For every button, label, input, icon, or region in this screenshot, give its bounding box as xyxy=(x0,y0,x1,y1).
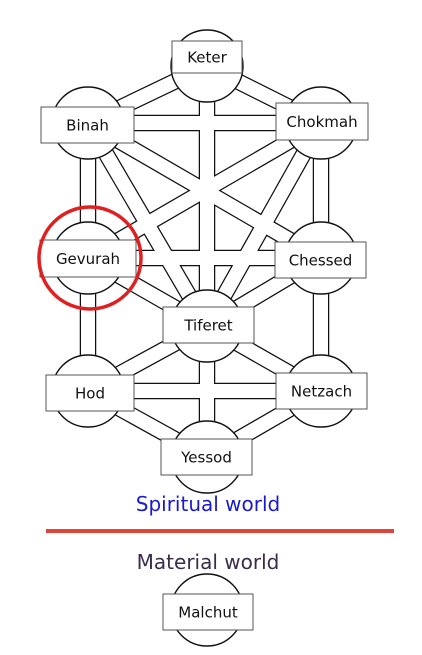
gevurah-highlight-ring xyxy=(37,205,143,311)
path-chokmah-tiferet xyxy=(200,119,328,330)
sefirah-yessod-label: Yessod xyxy=(180,449,232,467)
sefirah-gevurah-label: Gevurah xyxy=(56,250,120,268)
sefirah-chokmah: Chokmah xyxy=(275,102,369,141)
sefirah-keter-label: Keter xyxy=(187,49,227,67)
sefirah-malchut-box xyxy=(162,593,254,631)
material-world-label: Material world xyxy=(137,550,280,574)
path-chokmah-gevurah xyxy=(84,116,325,265)
sefirah-hod-label: Hod xyxy=(75,385,105,403)
sefirah-netzach-label: Netzach xyxy=(291,383,352,401)
sefirah-netzach: Netzach xyxy=(275,372,368,410)
sefirah-chessed-label: Chessed xyxy=(289,252,353,270)
sefirah-binah-label: Binah xyxy=(66,117,109,135)
sefirah-hod: Hod xyxy=(45,374,135,412)
spiritual-world-label: Spiritual world xyxy=(136,492,280,516)
sefirah-malchut: Malchut xyxy=(162,593,254,631)
sefirah-chokmah-box xyxy=(275,102,369,141)
sefirah-chessed: Chessed xyxy=(274,241,367,279)
sefirah-binah-box xyxy=(40,106,135,144)
sefirah-binah: Binah xyxy=(40,106,135,144)
sefirah-tiferet-box xyxy=(162,306,255,344)
sefirah-netzach-box xyxy=(275,372,368,410)
sefirah-hod-box xyxy=(45,374,135,412)
sefirah-yessod-box xyxy=(160,438,253,476)
sefirah-malchut-label: Malchut xyxy=(178,604,238,622)
sefirah-chokmah-label: Chokmah xyxy=(286,113,357,131)
sefirah-gevurah: Gevurah xyxy=(39,239,137,278)
sefirah-chessed-box xyxy=(274,241,367,279)
sefirah-keter-box xyxy=(171,40,243,74)
sefirah-yessod: Yessod xyxy=(160,438,253,476)
sefirah-tiferet-label: Tiferet xyxy=(183,317,232,335)
sefirah-tiferet: Tiferet xyxy=(162,306,255,344)
sefirah-gevurah-box xyxy=(39,239,137,278)
sefirah-keter: Keter xyxy=(171,40,243,74)
